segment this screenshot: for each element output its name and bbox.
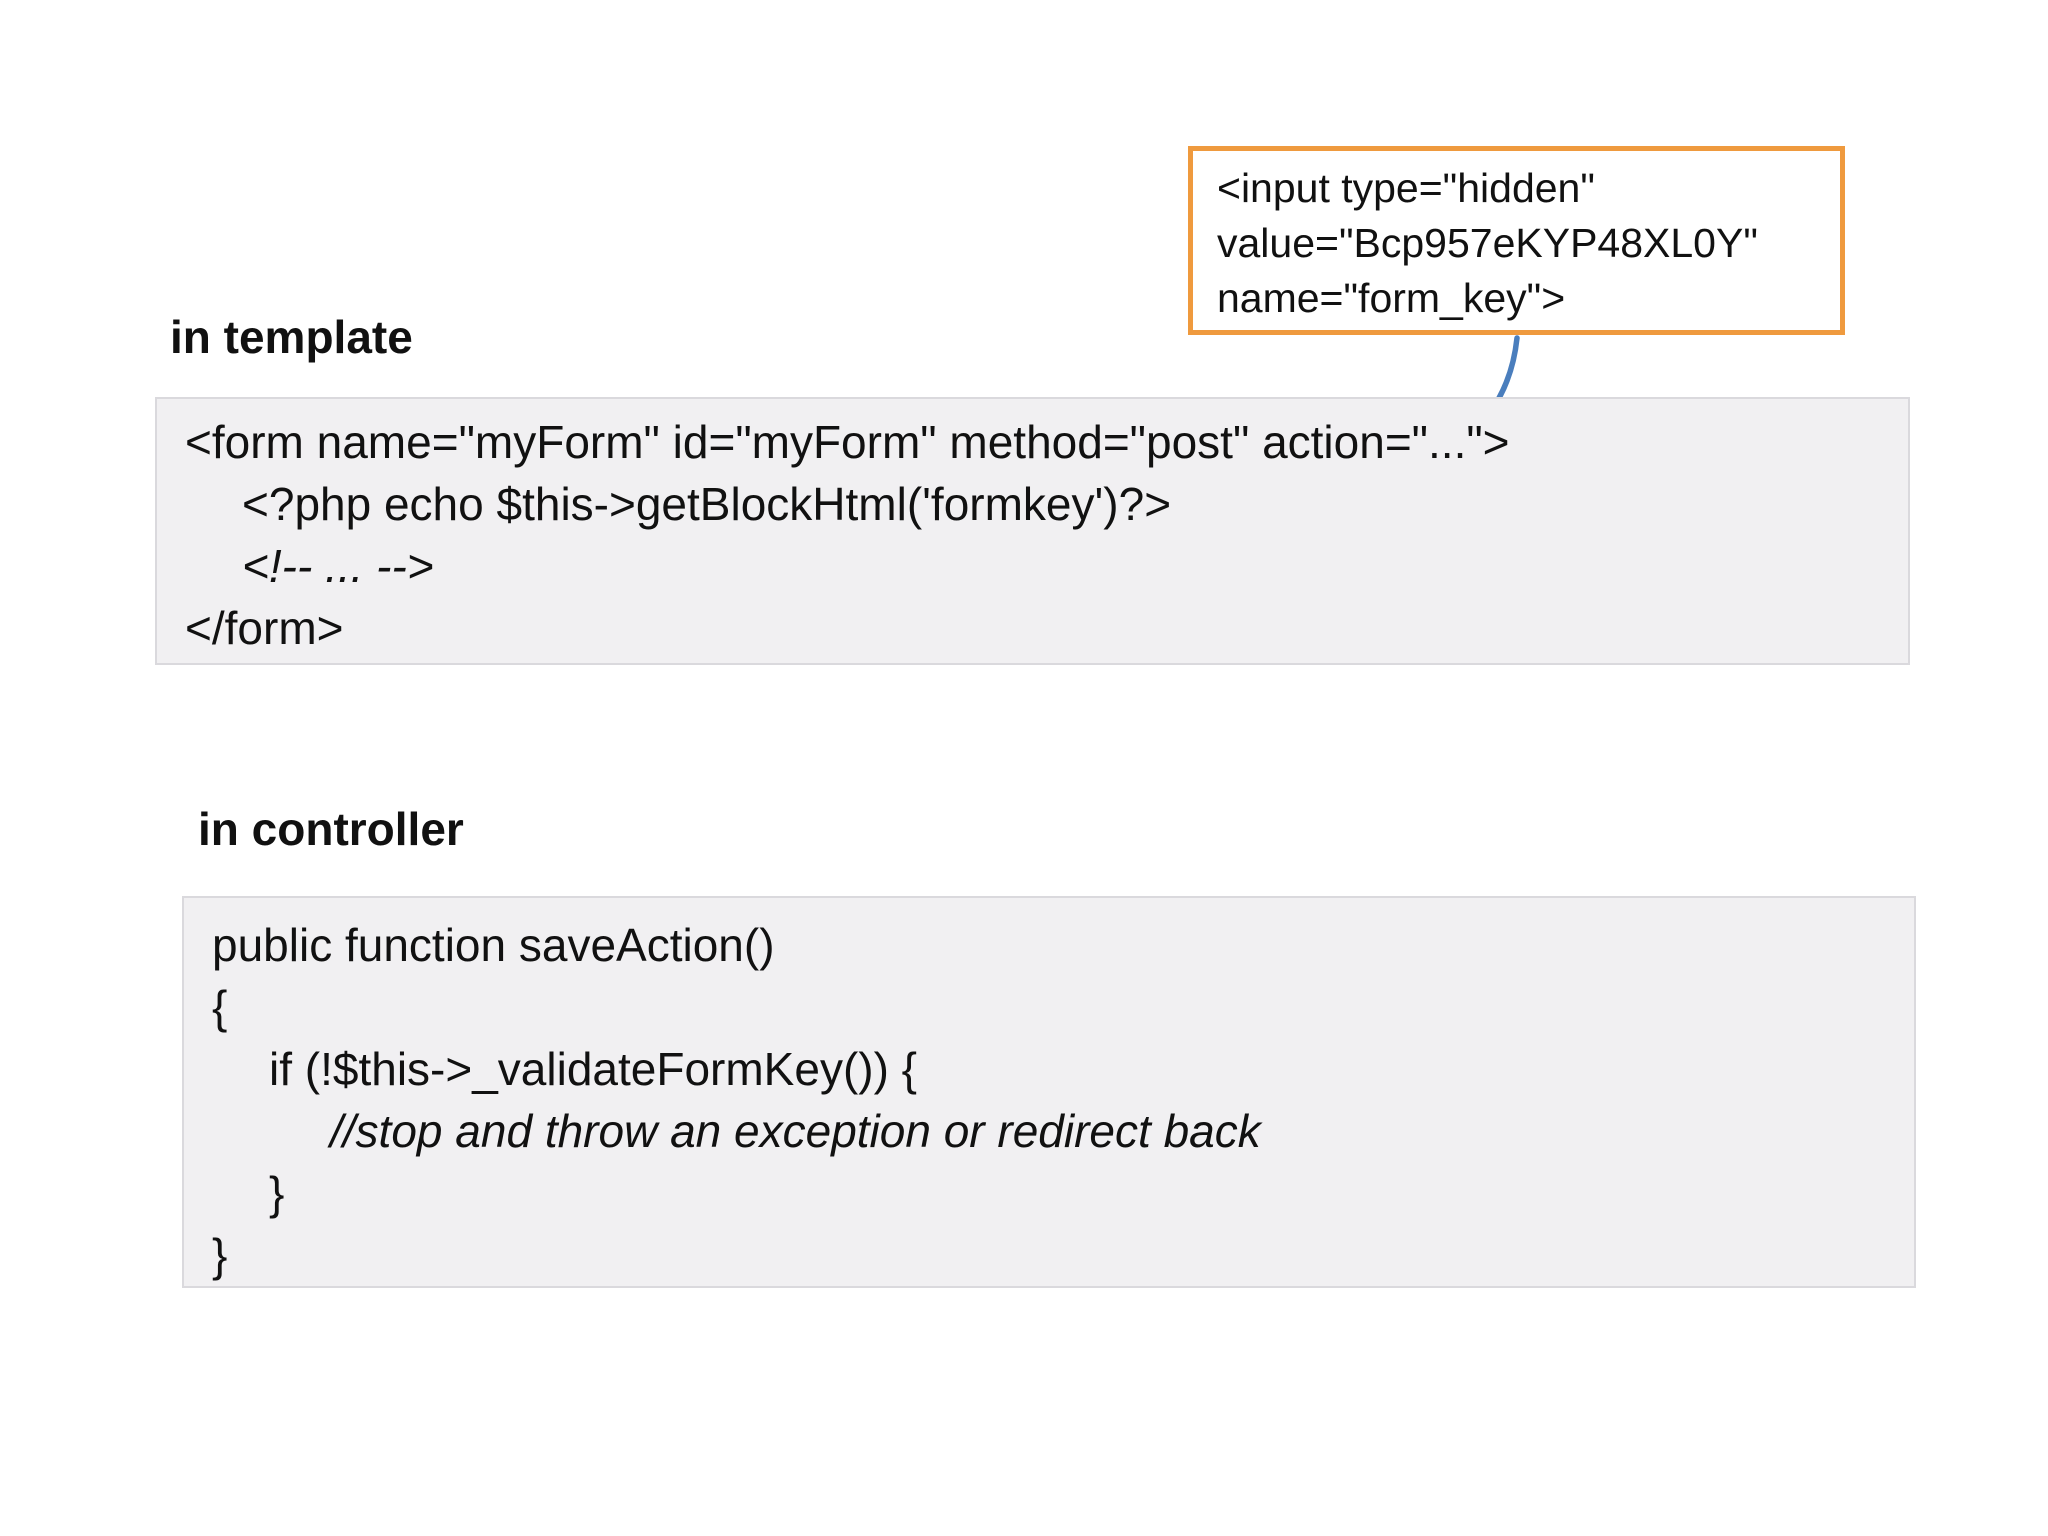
code-line: <?php echo $this->getBlockHtml('formkey'… — [242, 478, 1172, 530]
code-line: //stop and throw an exception or redirec… — [330, 1105, 1261, 1157]
code-line: { — [212, 981, 228, 1033]
code-line: } — [269, 1167, 285, 1219]
callout-line: <input type="hidden" — [1217, 165, 1595, 211]
formkey-callout: <input type="hidden" value="Bcp957eKYP48… — [1188, 146, 1845, 335]
code-line: <!-- ... --> — [242, 540, 434, 592]
controller-section-label: in controller — [198, 803, 464, 855]
code-line: public function saveAction() — [212, 919, 775, 971]
code-line: if (!$this->_validateFormKey()) { — [269, 1043, 918, 1095]
template-code-box: <form name="myForm" id="myForm" method="… — [155, 397, 1910, 665]
code-line: </form> — [185, 602, 344, 654]
code-line: <form name="myForm" id="myForm" method="… — [185, 416, 1510, 468]
controller-code-box: public function saveAction() { if (!$thi… — [182, 896, 1916, 1288]
callout-line: name="form_key"> — [1217, 275, 1566, 321]
template-section-label: in template — [170, 311, 413, 363]
code-line: } — [212, 1229, 228, 1281]
callout-line: value="Bcp957eKYP48XL0Y" — [1217, 220, 1758, 266]
